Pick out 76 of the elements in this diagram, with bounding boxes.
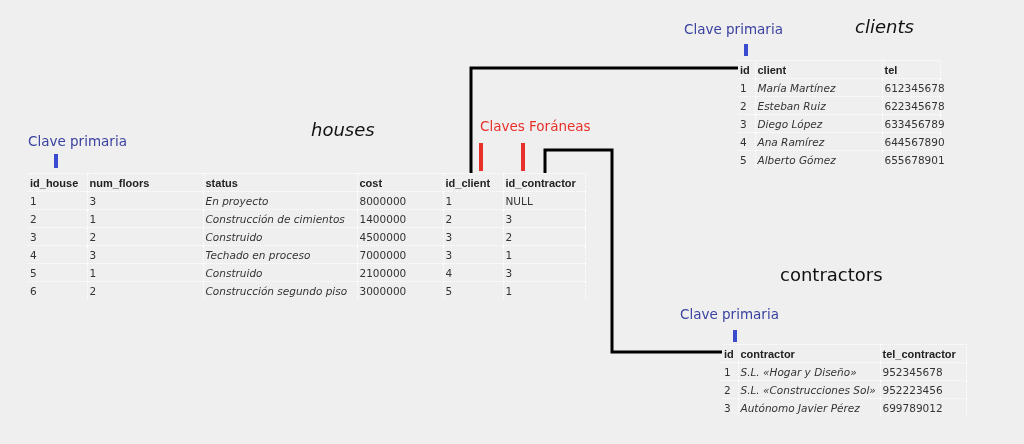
column-header: id [738, 60, 755, 79]
column-header: client [755, 60, 882, 79]
column-header: status [203, 173, 357, 192]
column-header: id_house [28, 173, 87, 192]
table-value: 2 [738, 96, 755, 115]
table-value: En proyecto [203, 191, 357, 210]
table-value: 6 [28, 281, 87, 299]
table-value: 4500000 [357, 227, 443, 246]
table-value: 2 [443, 209, 503, 228]
table-value: 3 [503, 209, 585, 228]
table-value: Alberto Gómez [755, 150, 882, 168]
table-value: 1 [28, 191, 87, 210]
column-header: tel [882, 60, 940, 79]
table-value: 2 [28, 209, 87, 228]
table-value: 1 [443, 191, 503, 210]
key-caption: Claves Foráneas [480, 118, 591, 134]
table-title: houses [311, 119, 375, 140]
table-value: 2 [87, 227, 203, 246]
table-value: 7000000 [357, 245, 443, 264]
table-value: 1 [738, 78, 755, 97]
key-caption: Clave primaria [680, 306, 779, 322]
table-value: 1 [503, 245, 585, 264]
table-value: Construcción segundo piso [203, 281, 357, 299]
table-value: 3 [443, 245, 503, 264]
table-value: María Martínez [755, 78, 882, 97]
table-value: 699789012 [880, 398, 966, 416]
table-value: 2 [722, 380, 738, 399]
table-value: 3 [443, 227, 503, 246]
column-header: contractor [738, 344, 880, 363]
column-header: id_contractor [503, 173, 585, 192]
table-value: 3 [722, 398, 738, 416]
table-value: S.L. «Hogar y Diseño» [738, 362, 880, 381]
table-value: Diego López [755, 114, 882, 133]
connector-line [543, 148, 722, 354]
table-value: 952223456 [880, 380, 966, 399]
column-header: tel_contractor [880, 344, 966, 363]
connector-line [469, 66, 738, 173]
column-header: cost [357, 173, 443, 192]
table-value: 3 [87, 191, 203, 210]
table-value: 2100000 [357, 263, 443, 282]
table-value: 3000000 [357, 281, 443, 299]
key-caption: Clave primaria [28, 133, 127, 149]
column-header: id_client [443, 173, 503, 192]
table-value: 1 [87, 263, 203, 282]
table-value: 3 [738, 114, 755, 133]
table-value: Ana Ramírez [755, 132, 882, 151]
table-value: Construcción de cimientos [203, 209, 357, 228]
table-value: 4 [738, 132, 755, 151]
table-value: 1 [722, 362, 738, 381]
table-value: NULL [503, 191, 585, 210]
table-value: 5 [443, 281, 503, 299]
table-value: 5 [28, 263, 87, 282]
table-value: Esteban Ruiz [755, 96, 882, 115]
column-header: num_floors [87, 173, 203, 192]
table-value: S.L. «Construcciones Sol» [738, 380, 880, 399]
table-value: Autónomo Javier Pérez [738, 398, 880, 416]
table-value: Construido [203, 263, 357, 282]
table-value: 5 [738, 150, 755, 168]
table-value: 3 [87, 245, 203, 264]
table-value: 8000000 [357, 191, 443, 210]
table-value: 2 [503, 227, 585, 246]
table-value: 952345678 [880, 362, 966, 381]
table-value: 4 [28, 245, 87, 264]
table-value: 1400000 [357, 209, 443, 228]
table-value: 2 [87, 281, 203, 299]
key-caption: Clave primaria [684, 21, 783, 37]
table-value: 1 [87, 209, 203, 228]
table-value: Construido [203, 227, 357, 246]
table-title: contractors [780, 264, 883, 285]
table-title: clients [855, 16, 914, 37]
table-value: 3 [28, 227, 87, 246]
column-header: id [722, 344, 738, 363]
table-value: 1 [503, 281, 585, 299]
table-value: 3 [503, 263, 585, 282]
table-value: 4 [443, 263, 503, 282]
table-value: Techado en proceso [203, 245, 357, 264]
